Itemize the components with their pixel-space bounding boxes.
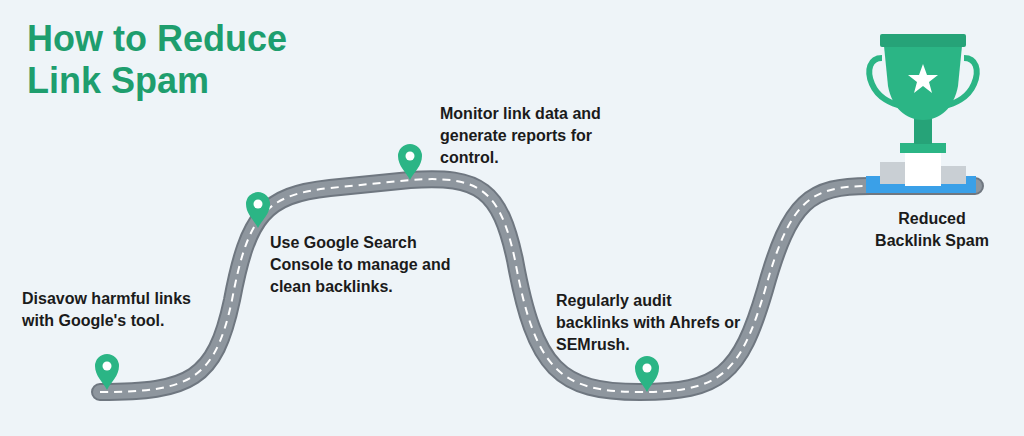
- step-label: Use Google Search Console to manage and …: [270, 232, 470, 298]
- goal-label: Reduced Backlink Spam: [866, 208, 998, 252]
- diagram-title: How to Reduce Link Spam: [27, 18, 347, 102]
- road: [100, 179, 975, 392]
- trophy-podium: [866, 34, 977, 193]
- map-pins: [95, 144, 659, 392]
- step-label: Disavow harmful links with Google's tool…: [22, 288, 207, 332]
- step-label: Regularly audit backlinks with Ahrefs or…: [556, 290, 741, 356]
- step-label: Monitor link data and generate reports f…: [440, 103, 640, 169]
